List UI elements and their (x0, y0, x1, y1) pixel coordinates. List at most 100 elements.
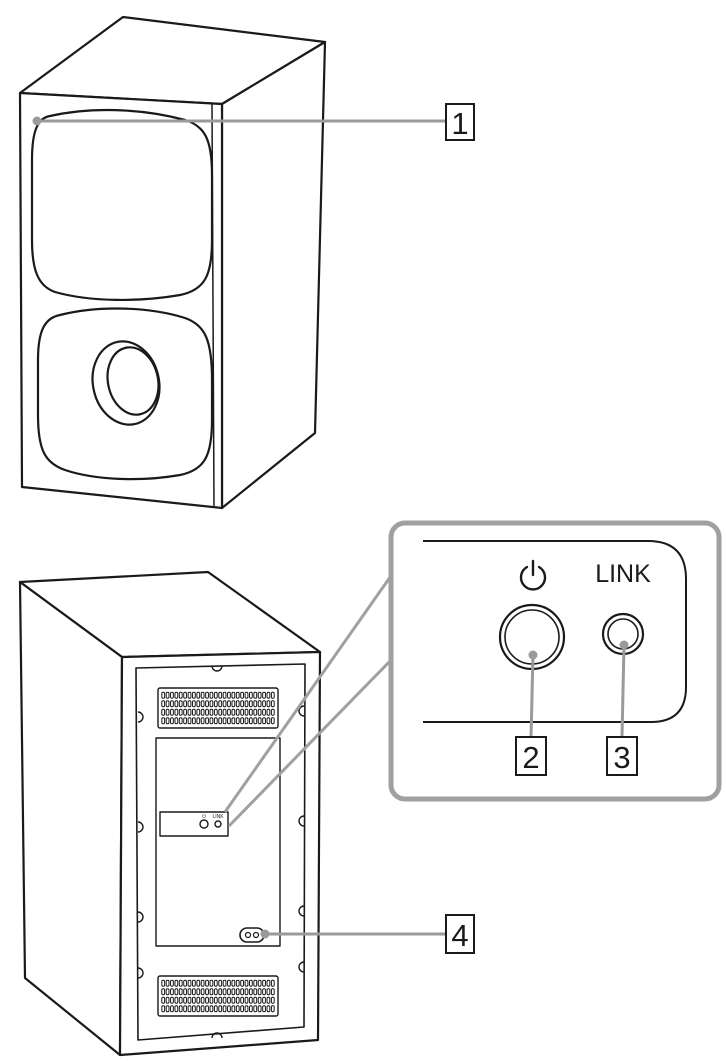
vent-slot (248, 988, 253, 996)
callout-3-dot (619, 640, 629, 650)
vent-slot (270, 700, 275, 708)
vent-slot (209, 717, 214, 725)
vent-slot (231, 717, 236, 725)
vent-slot (178, 1005, 183, 1013)
vent-slot (191, 996, 196, 1004)
vent-slot (262, 708, 266, 716)
vent-slot (257, 691, 262, 699)
vent-slot (257, 988, 262, 996)
vent-slot (240, 1005, 245, 1013)
vent-slot (183, 979, 188, 987)
vent-slot (165, 691, 170, 699)
vent-slot (240, 700, 245, 708)
vent-slot (235, 1005, 240, 1013)
lower-vent (157, 975, 279, 1017)
vent-slot (257, 1005, 262, 1013)
vent-slot (170, 1005, 174, 1013)
vent-slot (170, 717, 174, 725)
vent-slot (270, 717, 275, 725)
vent-slot (200, 708, 205, 716)
vent-slot (187, 700, 192, 708)
vent-slot (227, 708, 231, 716)
callout-4-label: 4 (451, 918, 468, 953)
vent-slot (257, 700, 262, 708)
vent-slot (191, 988, 196, 996)
vent-slot (270, 1005, 275, 1013)
vent-slot (262, 717, 266, 725)
vent-slot (248, 708, 253, 716)
vent-slot (222, 1005, 227, 1013)
vent-slot (178, 988, 183, 996)
callout-3-leader (620, 644, 626, 738)
vent-slot (205, 717, 209, 725)
callout-2-label: 2 (522, 740, 539, 775)
vent-slot (170, 979, 174, 987)
rear-back-panel (135, 663, 306, 1041)
power-inlet-pin-left (244, 931, 252, 939)
vent-slot (218, 979, 223, 987)
vent-slot (161, 1005, 166, 1013)
vent-slot (227, 979, 231, 987)
vent-slot (196, 979, 201, 987)
vent-slot (244, 700, 249, 708)
vent-slot (240, 717, 245, 725)
vent-slot (248, 717, 253, 725)
vent-slot (253, 988, 258, 996)
vent-slot (235, 708, 240, 716)
vent-slot (200, 700, 205, 708)
vent-slot (174, 996, 179, 1004)
rear-speaker-side-face (18, 580, 124, 1057)
rear-mini-power-button (199, 819, 209, 829)
vent-slot (231, 988, 236, 996)
vent-slot (253, 700, 258, 708)
vent-slot (161, 691, 166, 699)
vent-slot (222, 717, 227, 725)
inset-control-panel-outline (423, 540, 687, 723)
vent-slot (253, 717, 258, 725)
vent-slot (266, 1005, 271, 1013)
zoom-leader-upper (223, 572, 395, 813)
vent-slot (174, 1005, 179, 1013)
vent-slot (270, 979, 275, 987)
vent-slot (209, 691, 214, 699)
vent-slot (174, 979, 179, 987)
vent-slot (253, 691, 258, 699)
vent-slot (248, 700, 253, 708)
vent-slot (235, 700, 240, 708)
vent-slot (200, 979, 205, 987)
vent-slot (165, 700, 170, 708)
vent-slot (218, 708, 223, 716)
vent-slot (161, 700, 166, 708)
vent-slot (213, 717, 218, 725)
vent-slot (161, 708, 166, 716)
vent-slot (209, 988, 214, 996)
vent-slot (231, 708, 236, 716)
rear-mini-link-label: LINK (212, 814, 224, 820)
vent-slot (183, 996, 188, 1004)
vent-slot (218, 700, 223, 708)
lower-driver-grille (36, 307, 214, 481)
callout-1-dot (32, 116, 42, 126)
vent-slot (218, 1005, 223, 1013)
vent-slot (183, 700, 188, 708)
vent-slot (266, 717, 271, 725)
vent-slot (257, 979, 262, 987)
vent-slot (227, 700, 231, 708)
vent-slot (191, 979, 196, 987)
vent-slot (183, 717, 188, 725)
vent-slot (187, 691, 192, 699)
vent-slot (213, 700, 218, 708)
vent-slot (191, 700, 196, 708)
callout-1-box: 1 (445, 103, 475, 141)
vent-slot (235, 979, 240, 987)
vent-slot (227, 988, 231, 996)
callout-1-label: 1 (451, 106, 468, 141)
vent-slot (200, 717, 205, 725)
rear-mini-power-symbol: ⏻ (202, 814, 206, 820)
vent-slot (191, 708, 196, 716)
vent-slot (170, 996, 174, 1004)
vent-slot (231, 691, 236, 699)
vent-slot (178, 691, 183, 699)
vent-slot (165, 1005, 170, 1013)
